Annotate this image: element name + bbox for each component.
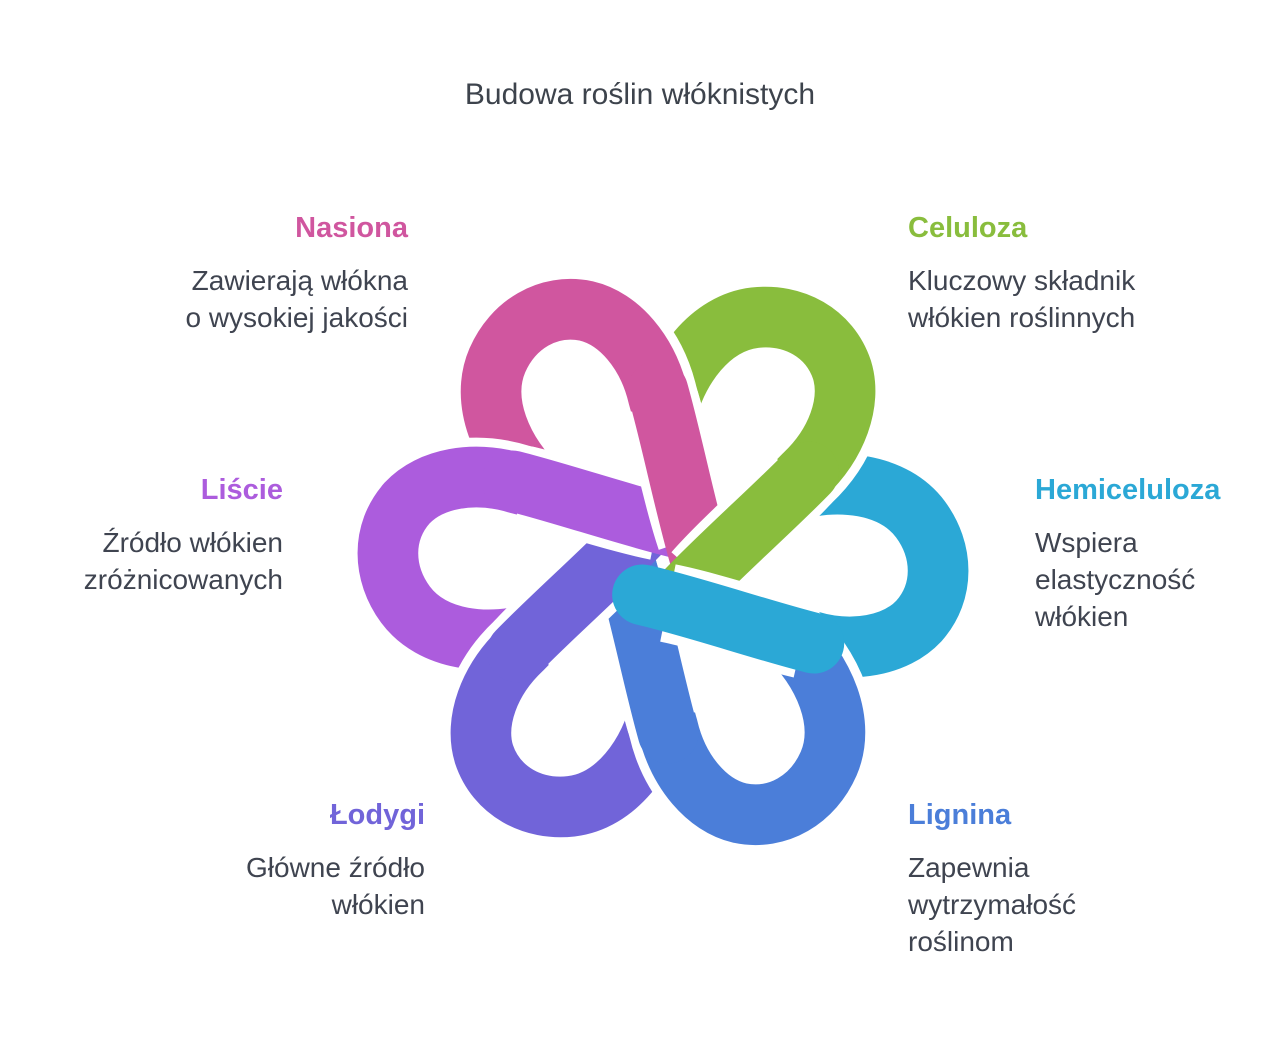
topic-hemiceluloza-description: Wspiera elastyczność włókien xyxy=(1035,527,1196,632)
page-title: Budowa roślin włóknistych xyxy=(464,78,816,111)
topic-lignina-description: Zapewnia wytrzymałość roślinom xyxy=(908,852,1077,957)
topic-lignina-heading: Lignina xyxy=(908,799,1012,831)
topic-lodygi-description: Główne źródło włókien xyxy=(246,852,425,920)
topic-hemiceluloza-heading: Hemiceluloza xyxy=(1035,474,1221,506)
topic-celuloza-heading: Celuloza xyxy=(908,212,1028,244)
topic-liscie-description: Źródło włókien zróżnicowanych xyxy=(83,527,283,595)
topic-hemiceluloza: Hemiceluloza Wspiera elastyczność włókie… xyxy=(1035,472,1220,635)
topic-lodygi-heading: Łodygi xyxy=(329,799,425,831)
knot-graphic xyxy=(323,222,1003,902)
knot-svg xyxy=(348,270,978,854)
topic-nasiona-heading: Nasiona xyxy=(295,212,408,244)
topic-liscie-heading: Liście xyxy=(200,474,283,506)
topic-lodygi: Łodygi Główne źródło włókien xyxy=(246,797,425,923)
topic-nasiona-description: Zawierają włókna o wysokiej jakości xyxy=(185,265,408,333)
topic-celuloza-description: Kluczowy składnik włókien roślinnych xyxy=(908,265,1136,333)
topic-lignina: Lignina Zapewnia wytrzymałość roślinom xyxy=(908,797,1076,960)
knot-weave-patch-layer xyxy=(481,360,845,764)
strand-hemiceluloza-weave-over xyxy=(612,564,845,674)
topic-liscie: Liście Źródło włókien zróżnicowanych xyxy=(84,472,283,598)
topic-nasiona: Nasiona Zawierają włókna o wysokiej jako… xyxy=(185,210,408,336)
topic-celuloza: Celuloza Kluczowy składnik włókien rośli… xyxy=(908,210,1135,336)
